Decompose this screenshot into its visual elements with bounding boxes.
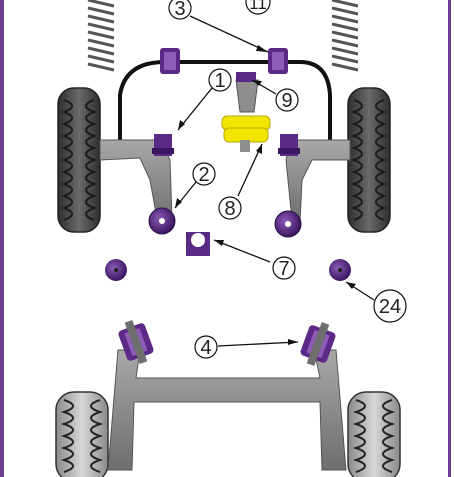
anti-roll-bar-bush-right	[268, 48, 288, 74]
right-coil-spring	[331, 0, 359, 72]
callout-3: 3	[168, 0, 192, 20]
rear-beam-axle	[107, 349, 347, 471]
arrowhead-24	[346, 282, 356, 289]
front-right-wishbone-front-bush	[278, 134, 300, 156]
anti-roll-bar-bush-left	[160, 48, 180, 74]
callout-7-label: 7	[278, 258, 289, 280]
frame-left-border	[0, 0, 4, 477]
callout-11-label: 11	[249, 0, 267, 13]
callout-4: 4	[194, 335, 218, 359]
callout-8: 8	[218, 196, 242, 220]
rear-beam-bush-right	[300, 321, 336, 367]
callout-9-label: 9	[281, 90, 292, 112]
rear-right-tyre	[347, 391, 401, 477]
engine-mount-bush	[236, 72, 256, 82]
arrowhead-2	[175, 198, 182, 208]
front-right-rear-bush-bore	[285, 221, 291, 227]
arrowhead-9	[252, 80, 262, 86]
anti-roll-bar-d-bush	[186, 232, 210, 256]
front-left-wishbone-front-bush	[152, 134, 174, 156]
arrowhead-4	[288, 339, 298, 345]
callout-2: 2	[192, 162, 216, 186]
callout-24-label: 24	[379, 296, 401, 318]
front-left-tyre	[57, 87, 101, 233]
frame-right-border	[448, 0, 451, 477]
arrowhead-7	[214, 240, 224, 246]
callout-1-label: 1	[214, 70, 225, 92]
small-bush-left-bore	[114, 268, 118, 272]
leader-3	[189, 15, 269, 53]
leader-arrowheads	[175, 45, 356, 345]
arrowhead-3	[256, 45, 268, 52]
callout-7: 7	[272, 256, 296, 280]
leader-7	[213, 239, 271, 263]
callout-1: 1	[208, 68, 232, 92]
front-left-rear-bush-bore	[159, 218, 165, 224]
callout-2-label: 2	[198, 164, 209, 186]
arrowhead-8	[256, 144, 262, 154]
callout-4-label: 4	[200, 337, 211, 359]
callout-9: 9	[275, 88, 299, 112]
front-right-tyre	[347, 87, 391, 233]
rear-left-tyre	[55, 391, 109, 477]
leader-4	[217, 341, 299, 347]
callout-8-label: 8	[224, 198, 235, 220]
callout-24: 24	[373, 289, 407, 323]
arrowhead-1	[178, 120, 185, 130]
callout-3-label: 3	[174, 0, 185, 20]
small-bush-right-bore	[338, 268, 342, 272]
engine-mount-bracket	[235, 79, 259, 113]
bump-stop	[221, 115, 271, 152]
rear-beam-bush-left	[118, 319, 154, 365]
leader-8	[237, 143, 263, 197]
left-coil-spring	[87, 0, 115, 72]
callout-11: 11	[245, 0, 271, 15]
